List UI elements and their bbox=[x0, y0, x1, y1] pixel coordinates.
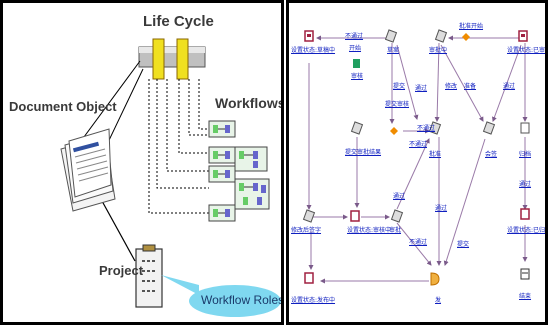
edge-label: 通过 bbox=[435, 205, 448, 212]
workflow-roles-label: Workflow Roles bbox=[201, 293, 284, 307]
node-label[interactable]: 归档 bbox=[519, 151, 532, 158]
workflow-roles-bubble bbox=[189, 285, 281, 317]
document-object-label: Document Object bbox=[9, 99, 117, 114]
node-label[interactable]: 审核 bbox=[351, 73, 364, 80]
node-label[interactable]: 修改 bbox=[445, 83, 458, 90]
node-label[interactable]: 会签 bbox=[485, 151, 498, 158]
node-label[interactable]: 结束 bbox=[519, 293, 532, 300]
node-label[interactable]: 设置状态:已审批 bbox=[507, 47, 548, 54]
lifecycle-label: Life Cycle bbox=[143, 13, 214, 30]
node-label[interactable]: 审批中 bbox=[429, 47, 448, 54]
node-label[interactable]: 修改后签字 bbox=[291, 227, 322, 234]
lifecycle-stage-marker bbox=[176, 38, 189, 80]
node-label[interactable]: 设置状态:草稿中 bbox=[291, 47, 336, 54]
workflow-icon bbox=[234, 146, 268, 172]
workflow-graph bbox=[302, 29, 530, 286]
edge-label: 不通过 bbox=[417, 125, 436, 132]
workflow-edges bbox=[306, 35, 528, 284]
roles-bubble-tail bbox=[161, 275, 199, 295]
workflow-icon bbox=[208, 165, 236, 183]
concept-diagram-graphics bbox=[60, 38, 281, 317]
workflow-process-diagram: 设置状态:草稿中 草案 审批中 设置状态:已审批 审核 批准开始 开始 提交审核… bbox=[286, 0, 548, 325]
workflow-icon bbox=[208, 120, 236, 138]
node-label[interactable]: 准备 bbox=[464, 83, 477, 90]
lifecycle-concept-diagram: Life Cycle Workflows Document Object Pro… bbox=[0, 0, 284, 325]
node-label[interactable]: 批准开始 bbox=[459, 23, 484, 30]
node-label[interactable]: 审批 bbox=[389, 227, 402, 234]
edge-label: 提交 bbox=[393, 83, 406, 90]
workflow-icon bbox=[234, 178, 270, 210]
workflow-icon bbox=[208, 204, 236, 222]
node-label[interactable]: 提交审批结果 bbox=[345, 149, 382, 156]
edge-label: 通过 bbox=[415, 85, 428, 92]
lifecycle-bar bbox=[138, 38, 206, 80]
node-label[interactable]: 草案 bbox=[387, 47, 400, 54]
edge-label: 提交 bbox=[457, 241, 470, 248]
node-label[interactable]: 设置状态:已归档 bbox=[507, 227, 548, 234]
project-clipboard-icon bbox=[135, 244, 163, 308]
node-label[interactable]: 设置状态:发布中 bbox=[291, 297, 336, 304]
workflow-icon bbox=[208, 146, 236, 164]
node-label[interactable]: 开始 bbox=[349, 45, 362, 52]
document-stack-icon bbox=[60, 128, 116, 212]
edge-label: 通过 bbox=[519, 181, 532, 188]
edge-label: 通过 bbox=[393, 193, 406, 200]
edge-label: 不通过 bbox=[409, 141, 428, 148]
node-label[interactable]: 设置状态:审核中 bbox=[347, 227, 392, 234]
workflow-connectors bbox=[148, 79, 211, 214]
edge-label: 通过 bbox=[503, 83, 516, 90]
workflows-label: Workflows bbox=[215, 95, 284, 111]
project-label: Project bbox=[99, 263, 144, 278]
node-label[interactable]: 提交审核 bbox=[385, 101, 410, 108]
node-label[interactable]: 批准 bbox=[429, 151, 442, 158]
edge-label: 不通过 bbox=[409, 239, 428, 246]
edge-label: 不通过 bbox=[345, 33, 364, 40]
node-icons bbox=[302, 29, 530, 286]
node-label[interactable]: 发 bbox=[435, 297, 442, 304]
lifecycle-stage-marker bbox=[152, 38, 165, 80]
